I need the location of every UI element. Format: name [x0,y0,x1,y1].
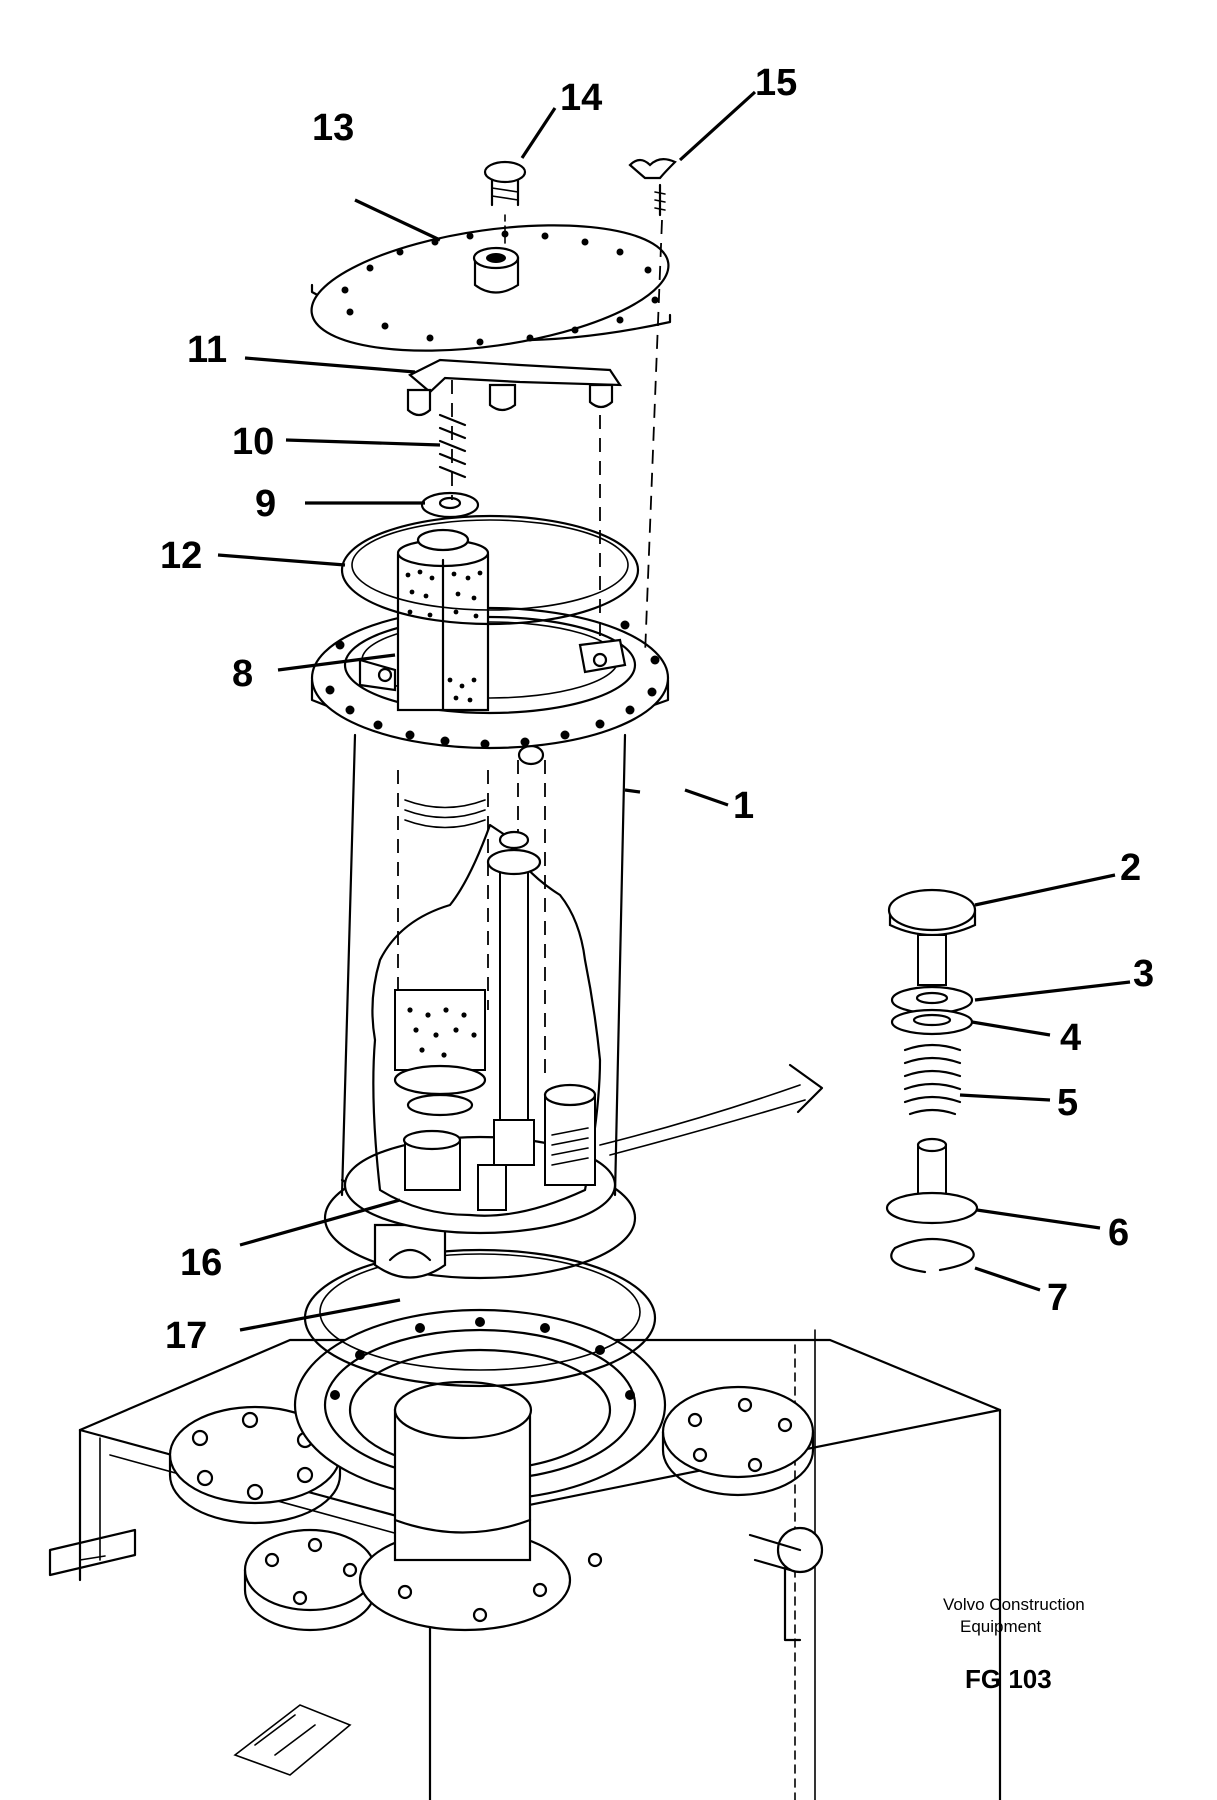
callout-7: 7 [1047,1277,1068,1319]
callout-13: 13 [312,107,354,149]
callout-12: 12 [160,535,202,577]
valve-piston [885,1137,979,1225]
base-cover-right [661,1385,815,1497]
breather-plug [483,160,527,246]
maker-line-2: Equipment [960,1617,1042,1636]
base-cover-left [168,1405,342,1525]
callout-9: 9 [255,483,276,525]
figure-footer: Volvo Construction Equipment FG 103 [943,1595,1085,1694]
wing-bolt [628,158,677,656]
seal-ring [890,1008,974,1036]
callout-4: 4 [1060,1017,1081,1059]
top-flange [310,606,670,750]
detail-arrow [599,1063,824,1156]
callout-16: 16 [180,1242,222,1284]
cover-plate [310,224,672,352]
snap-ring [890,1238,975,1274]
base-cover-front [243,1528,377,1632]
callout-8: 8 [232,653,253,695]
callout-2: 2 [1120,847,1141,889]
leader-lines [217,90,1131,1332]
filter-spring [438,380,467,500]
maker-line-1: Volvo Construction [943,1595,1085,1614]
callout-3: 3 [1133,953,1154,995]
valve-spring [903,1043,962,1116]
figure-code: FG 103 [965,1664,1052,1694]
tank-body [340,733,627,1235]
upper-gasket [340,514,640,626]
filter-element [396,538,490,712]
callout-labels: 1 2 3 4 5 6 7 8 9 10 11 12 13 14 15 16 1… [160,62,1154,1357]
callout-10: 10 [232,421,274,463]
retainer-bracket [406,358,623,640]
callout-14: 14 [560,77,602,119]
callout-15: 15 [755,62,797,104]
callout-1: 1 [733,785,754,827]
callout-6: 6 [1108,1212,1129,1254]
valve-cap [887,888,977,986]
filter-washer [416,491,480,552]
pump-housing [358,1380,603,1632]
callout-11: 11 [187,329,227,371]
callout-17: 17 [165,1315,207,1357]
callout-5: 5 [1057,1082,1078,1124]
